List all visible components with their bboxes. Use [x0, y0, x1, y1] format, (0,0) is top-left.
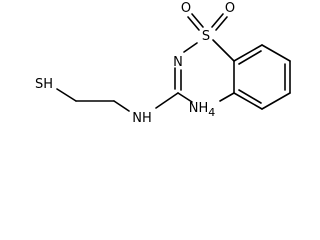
atom-ring-nh-locant: 4	[208, 106, 215, 119]
atom-labels: O O S N NH4 NH SH	[35, 1, 235, 126]
bond-s-o-right-b	[215, 16, 228, 31]
atom-ring-nh-main: NH	[189, 101, 209, 116]
bond-benzene-6	[233, 44, 263, 62]
bond-s-o-left-b	[187, 16, 200, 31]
bond-benzene-1	[261, 44, 291, 62]
bond-sulfur-nitrogen	[183, 42, 198, 53]
bonds	[56, 13, 291, 112]
atom-ring-nitrogen: N	[173, 55, 183, 70]
bond-ch2-sh	[56, 88, 77, 102]
atom-oxygen-right: O	[225, 1, 235, 16]
atom-thiol: SH	[35, 77, 53, 92]
bond-benzene-3	[261, 92, 291, 110]
bond-s-o-left-a	[191, 13, 204, 28]
atom-amine-nh: NH	[132, 111, 152, 126]
bond-c3-amine	[155, 92, 179, 109]
chemical-structure: O O S N NH4 NH SH	[35, 1, 291, 126]
atom-ring-nh: NH4	[189, 101, 216, 119]
atom-oxygen-left: O	[181, 1, 191, 16]
bond-sulfur-benzene	[212, 39, 235, 62]
bond-s-o-right-a	[211, 13, 224, 28]
bond-nh-benzene	[219, 92, 235, 102]
atom-sulfur: S	[202, 29, 210, 44]
bond-benzene-4-inner	[238, 89, 262, 104]
bond-amine-ch2	[113, 100, 130, 112]
bond-benzene-6-inner	[238, 50, 262, 65]
bond-c3-nh	[177, 92, 193, 103]
bond-benzene-4	[233, 92, 263, 110]
